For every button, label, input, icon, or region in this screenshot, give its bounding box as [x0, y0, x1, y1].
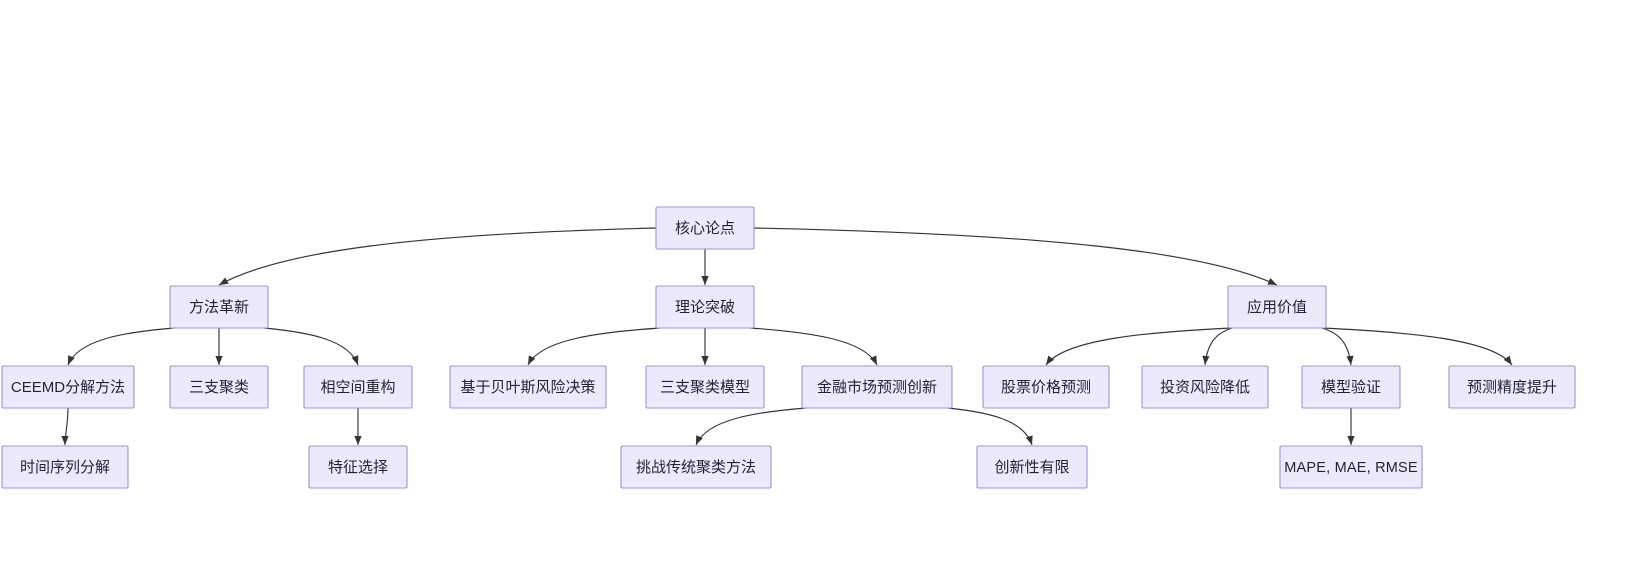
node-label: 金融市场预测创新 — [817, 379, 937, 396]
node-box[interactable] — [645, 365, 765, 409]
node-label: CEEMD分解方法 — [11, 379, 125, 396]
node-label: 股票价格预测 — [1001, 379, 1091, 396]
edge-arrowhead — [219, 277, 229, 285]
node-n16[interactable]: 挑战传统聚类方法 — [620, 445, 772, 489]
edge-arrowhead — [354, 436, 362, 445]
edge-n3-n13 — [1321, 327, 1513, 366]
node-label: 模型验证 — [1321, 379, 1381, 396]
edge-arrowhead — [1046, 355, 1055, 365]
edge-n3-n11 — [1204, 327, 1233, 366]
node-box[interactable] — [1141, 365, 1269, 409]
node-box[interactable] — [655, 206, 755, 250]
node-label: 基于贝叶斯风险决策 — [460, 379, 595, 396]
node-label: 特征选择 — [328, 459, 388, 476]
node-box[interactable] — [655, 285, 755, 329]
node-box[interactable] — [303, 365, 413, 409]
node-box[interactable] — [982, 365, 1110, 409]
node-box[interactable] — [1279, 445, 1423, 489]
node-n11[interactable]: 投资风险降低 — [1141, 365, 1269, 409]
node-n2[interactable]: 理论突破 — [655, 285, 755, 329]
edge-n2-n9 — [749, 327, 878, 366]
node-n8[interactable]: 三支聚类模型 — [645, 365, 765, 409]
edge-n9-n16 — [695, 407, 807, 446]
edge-n2-n7 — [527, 327, 661, 366]
node-n1[interactable]: 方法革新 — [169, 285, 269, 329]
node-n4[interactable]: CEEMD分解方法 — [1, 365, 135, 409]
node-box[interactable] — [169, 285, 269, 329]
node-box[interactable] — [1301, 365, 1401, 409]
edge-arrowhead — [701, 276, 709, 285]
node-label: 应用价值 — [1247, 298, 1307, 316]
node-box[interactable] — [169, 365, 269, 409]
node-n0[interactable]: 核心论点 — [655, 206, 755, 250]
node-label: 创新性有限 — [994, 459, 1069, 476]
edge-arrowhead — [1503, 355, 1512, 365]
node-n5[interactable]: 三支聚类 — [169, 365, 269, 409]
node-box[interactable] — [976, 445, 1088, 489]
node-n6[interactable]: 相空间重构 — [303, 365, 413, 409]
node-box[interactable] — [1, 445, 129, 489]
node-n18[interactable]: MAPE, MAE, RMSE — [1279, 445, 1423, 489]
node-box[interactable] — [1227, 285, 1327, 329]
node-label: 方法革新 — [189, 299, 249, 316]
node-box[interactable] — [1448, 365, 1576, 409]
node-label: 核心论点 — [675, 220, 735, 237]
edge-arrowhead — [68, 355, 75, 365]
node-label: 时间序列分解 — [20, 459, 110, 476]
edge-arrowhead — [1346, 355, 1354, 365]
node-label: 三支聚类模型 — [660, 379, 750, 396]
edge-n1-n6 — [263, 327, 359, 366]
node-label: 三支聚类 — [189, 379, 249, 396]
edge-arrowhead — [61, 436, 69, 445]
node-box[interactable] — [1, 365, 135, 409]
node-n10[interactable]: 股票价格预测 — [982, 365, 1110, 409]
node-label: 理论突破 — [675, 299, 735, 316]
node-label: MAPE, MAE, RMSE — [1284, 460, 1418, 476]
edge-n1-n4 — [67, 327, 175, 366]
node-n7[interactable]: 基于贝叶斯风险决策 — [449, 365, 607, 409]
edge-n3-n12 — [1321, 327, 1352, 366]
node-n14[interactable]: 时间序列分解 — [1, 445, 129, 489]
edge-arrowhead — [528, 355, 536, 365]
node-n9[interactable]: 金融市场预测创新 — [801, 365, 953, 409]
node-n13[interactable]: 预测精度提升 — [1448, 365, 1576, 409]
node-label: 挑战传统聚类方法 — [636, 459, 756, 476]
edge-n3-n10 — [1045, 327, 1233, 366]
edge-arrowhead — [696, 435, 703, 445]
node-n3[interactable]: 应用价值 — [1227, 285, 1327, 329]
edge-arrowhead — [869, 355, 877, 365]
node-label: 预测精度提升 — [1467, 379, 1557, 396]
node-n15[interactable]: 特征选择 — [308, 445, 408, 489]
node-box[interactable] — [449, 365, 607, 409]
edge-n9-n17 — [947, 407, 1033, 446]
node-label: 相空间重构 — [320, 379, 395, 396]
edge-n0-n3 — [753, 227, 1278, 286]
edge-arrowhead — [1025, 435, 1033, 445]
edge-arrowhead — [1347, 436, 1355, 445]
edge-arrowhead — [351, 355, 359, 365]
edge-arrowhead — [701, 356, 709, 365]
edge-layer — [61, 227, 1513, 446]
node-n17[interactable]: 创新性有限 — [976, 445, 1088, 489]
edge-arrowhead — [1202, 355, 1210, 365]
node-n12[interactable]: 模型验证 — [1301, 365, 1401, 409]
edge-arrowhead — [1267, 277, 1277, 285]
node-box[interactable] — [308, 445, 408, 489]
node-box[interactable] — [801, 365, 953, 409]
edge-n0-n1 — [218, 227, 657, 286]
edge-arrowhead — [215, 356, 223, 365]
node-box[interactable] — [620, 445, 772, 489]
node-label: 投资风险降低 — [1160, 379, 1250, 396]
